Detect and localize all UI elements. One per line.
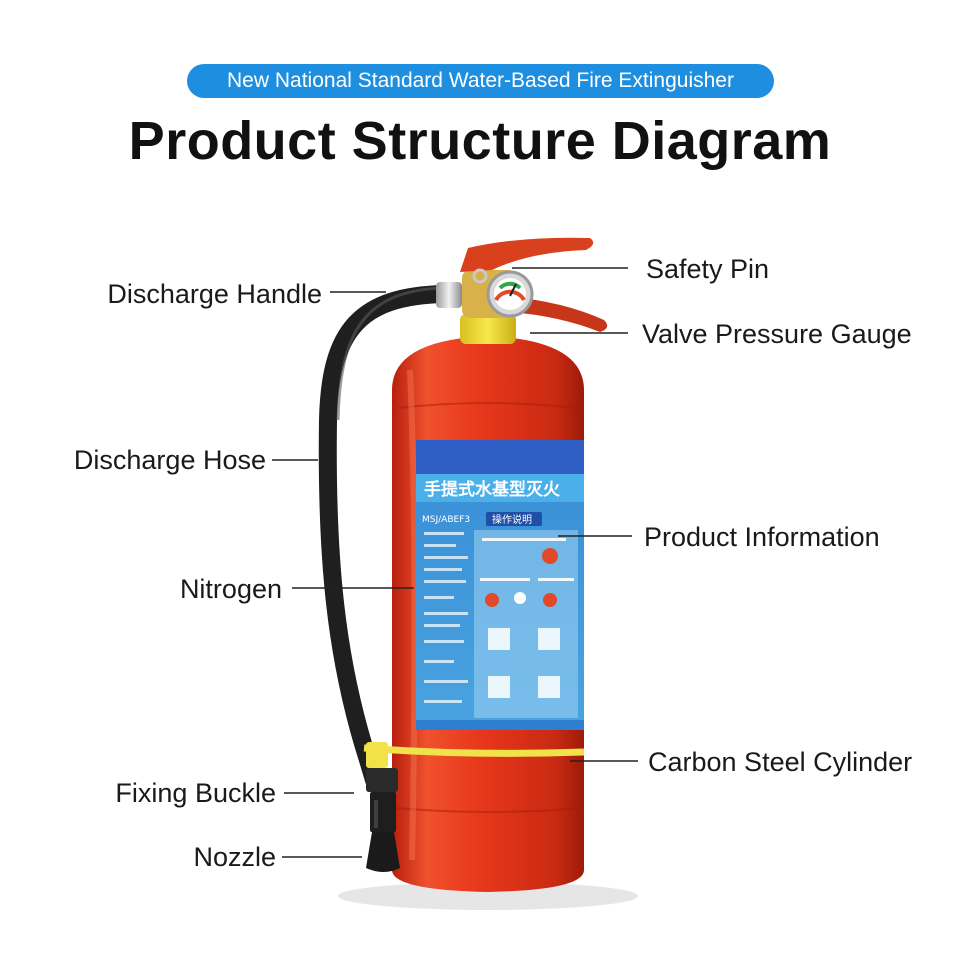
label-model-text: MSJ/ABEF3 bbox=[422, 515, 470, 525]
page-title: Product Structure Diagram bbox=[128, 111, 832, 171]
valve-neck bbox=[460, 314, 516, 344]
label-nitrogen: Nitrogen bbox=[179, 574, 282, 604]
instruction-pictograms bbox=[485, 548, 560, 698]
label-discharge-hose: Discharge Hose bbox=[73, 445, 266, 475]
discharge-handle-lever bbox=[460, 237, 594, 272]
subtitle-badge: New National Standard Water-Based Fire E… bbox=[187, 64, 774, 98]
fixing-buckle bbox=[366, 742, 388, 768]
label-fixing-buckle: Fixing Buckle bbox=[115, 778, 276, 808]
label-safety-pin: Safety Pin bbox=[646, 254, 770, 284]
leader-lines bbox=[272, 267, 638, 858]
floor-shadow bbox=[338, 882, 638, 910]
fixing-buckle-strap bbox=[363, 744, 585, 757]
label-banner-text: 手提式水基型灭火 bbox=[424, 479, 561, 500]
valve-pressure-gauge bbox=[486, 270, 534, 318]
label-carbon-steel-cylinder: Carbon Steel Cylinder bbox=[648, 747, 913, 777]
label-nozzle: Nozzle bbox=[193, 842, 276, 872]
safety-pin bbox=[472, 268, 488, 284]
product-information-label: 手提式水基型灭火 MSJ/ABEF3 操作说明 bbox=[416, 440, 584, 730]
label-product-information: Product Information bbox=[644, 522, 880, 552]
label-valve-pressure-gauge: Valve Pressure Gauge bbox=[642, 319, 912, 349]
label-section-heading: 操作说明 bbox=[492, 513, 532, 526]
subtitle-text: New National Standard Water-Based Fire E… bbox=[227, 69, 734, 92]
label-discharge-handle: Discharge Handle bbox=[107, 279, 322, 309]
nozzle bbox=[366, 768, 400, 872]
hose-connector bbox=[436, 282, 462, 308]
